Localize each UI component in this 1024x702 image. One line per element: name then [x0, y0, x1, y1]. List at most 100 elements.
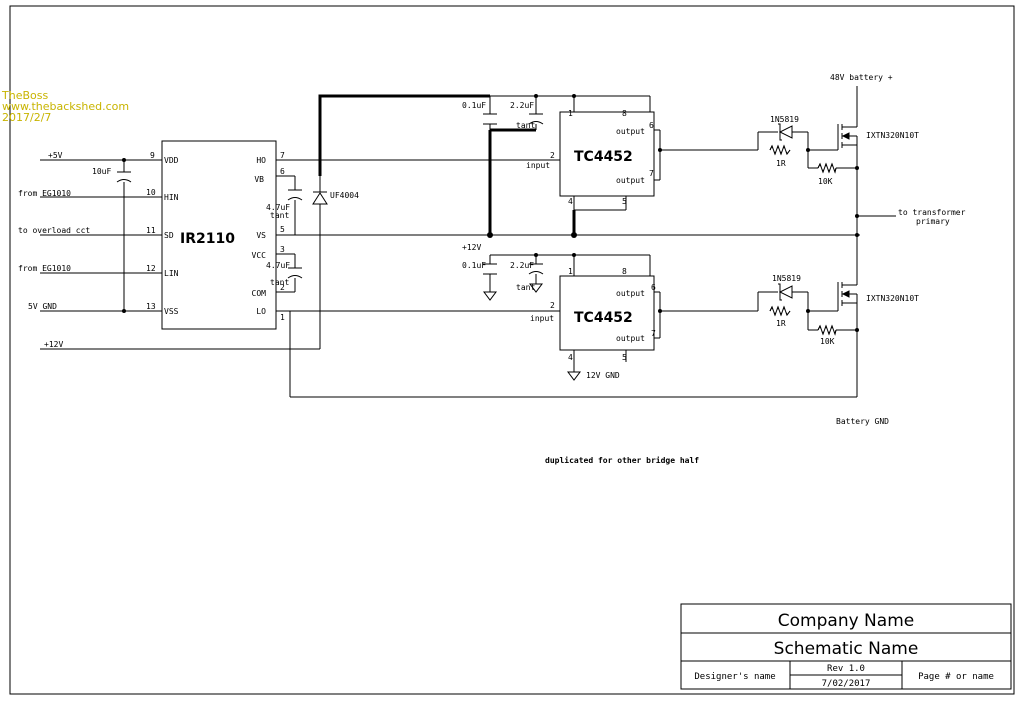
pin-num: 2 [280, 283, 285, 292]
pin-num: 7 [649, 169, 654, 178]
pin-num: 3 [280, 245, 285, 254]
cap-label: 2.2uF [510, 261, 534, 270]
pin-name: output [616, 334, 645, 343]
net-label: 12V GND [586, 371, 620, 380]
ir2110-left-pins: 9 VDD 10 HIN 11 SD 12 LIN 13 VSS [146, 151, 179, 316]
cap-label: tant [516, 121, 535, 130]
pin-num: 10 [146, 188, 156, 197]
cap-label: 4.7uF [266, 203, 290, 212]
duplicate-note: duplicated for other bridge half [545, 455, 699, 465]
pin-num: 5 [280, 225, 285, 234]
net-label: to overload cct [18, 226, 90, 235]
schematic-name: Schematic Name [774, 639, 919, 659]
pin-name: VS [256, 231, 266, 240]
designer-name: Designer's name [694, 672, 775, 682]
tc4452-top-chip [559, 111, 655, 197]
sheet-border [9, 5, 1015, 695]
company-name: Company Name [778, 611, 914, 631]
pin-name: COM [252, 289, 267, 298]
cap-label: tant [270, 278, 289, 287]
cap-label: tant [270, 211, 289, 220]
ir2110-chip [161, 140, 277, 330]
component-labels: 10uF 4.7uF tant 4.7uF tant UF4004 0.1uF … [92, 73, 966, 426]
resistor-label: 10K [818, 177, 833, 186]
ir2110-right-pins: HO 7 VB 6 VS 5 VCC 3 COM 2 LO 1 [252, 151, 285, 322]
watermark-line: TheBoss [2, 89, 49, 102]
pin-num: 4 [568, 353, 573, 362]
diode-label: 1N5819 [772, 274, 801, 283]
pin-num: 13 [146, 302, 156, 311]
mosfet-label: IXTN320N10T [866, 294, 919, 303]
pin-name: output [616, 176, 645, 185]
pin-name: VB [254, 175, 264, 184]
input-net-labels: +5V from EG1010 to overload cct from EG1… [18, 151, 90, 349]
pin-num: 6 [649, 121, 654, 130]
tc4452-bottom-chip [559, 275, 655, 351]
pin-name: input [526, 161, 550, 170]
pin-num: 2 [550, 301, 555, 310]
mosfet-label: IXTN320N10T [866, 131, 919, 140]
pin-num: 5 [622, 197, 627, 206]
pin-num: 11 [146, 226, 156, 235]
pin-name: VCC [252, 251, 267, 260]
pin-name: input [530, 314, 554, 323]
pin-num: 12 [146, 264, 156, 273]
pin-num: 2 [550, 151, 555, 160]
net-label: Battery GND [836, 417, 889, 426]
net-label: +5V [48, 151, 63, 160]
pin-num: 9 [150, 151, 155, 160]
pin-name: HO [256, 156, 266, 165]
tc4452-top-name: TC4452 [574, 149, 633, 165]
tc4452-bottom-name: TC4452 [574, 310, 633, 326]
pin-num: 5 [622, 353, 627, 362]
diode-label: UF4004 [330, 191, 359, 200]
bootstrap-diode-icon [312, 191, 328, 205]
ground-symbols [483, 283, 581, 381]
watermark-line: 2017/2/7 [2, 111, 52, 124]
thick-wires [318, 94, 576, 235]
pin-num: 6 [280, 167, 285, 176]
net-label: +12V [44, 340, 63, 349]
ir2110-name: IR2110 [180, 231, 235, 247]
date: 7/02/2017 [822, 679, 871, 689]
pin-name: SD [164, 231, 174, 240]
watermark-line: www.thebackshed.com [2, 100, 130, 113]
pin-num: 4 [568, 197, 573, 206]
pin-name: output [616, 127, 645, 136]
pin-num: 1 [280, 313, 285, 322]
cap-label: 10uF [92, 167, 111, 176]
net-label: 48V battery + [830, 73, 893, 82]
net-label: to transformer [898, 208, 966, 217]
resistor-symbols [769, 144, 837, 336]
net-label: primary [916, 217, 950, 226]
pin-name: HIN [164, 193, 179, 202]
resistor-zigzags [769, 144, 837, 336]
pin-num: 6 [651, 283, 656, 292]
cap-label: tant [516, 283, 535, 292]
pin-num: 7 [651, 329, 656, 338]
tc4452-bottom-pins: input output output 1 8 2 6 7 4 5 1N5819… [530, 267, 919, 362]
pin-name: VDD [164, 156, 179, 165]
net-label: from EG1010 [18, 264, 71, 273]
diode-label: 1N5819 [770, 115, 799, 124]
title-block: Company Name Schematic Name Designer's n… [680, 603, 1012, 690]
pin-num: 8 [622, 109, 627, 118]
cap-label: 4.7uF [266, 261, 290, 270]
revision: Rev 1.0 [827, 664, 865, 674]
resistor-label: 1R [776, 319, 786, 328]
mosfet-icon [837, 124, 858, 306]
cap-label: 0.1uF [462, 261, 486, 270]
cap-label: 2.2uF [510, 101, 534, 110]
page-name: Page # or name [918, 672, 994, 682]
tc4452-top-pins: input output output 1 8 2 6 7 4 5 1N5819… [526, 109, 919, 206]
resistor-label: 1R [776, 159, 786, 168]
capacitor-symbols [116, 113, 544, 279]
net-label: 5V GND [28, 302, 57, 311]
pin-num: 1 [568, 267, 573, 276]
junctions [122, 94, 859, 332]
schottky-diode-icon [778, 123, 793, 301]
pin-name: LIN [164, 269, 179, 278]
net-label: from EG1010 [18, 189, 71, 198]
pin-name: VSS [164, 307, 179, 316]
